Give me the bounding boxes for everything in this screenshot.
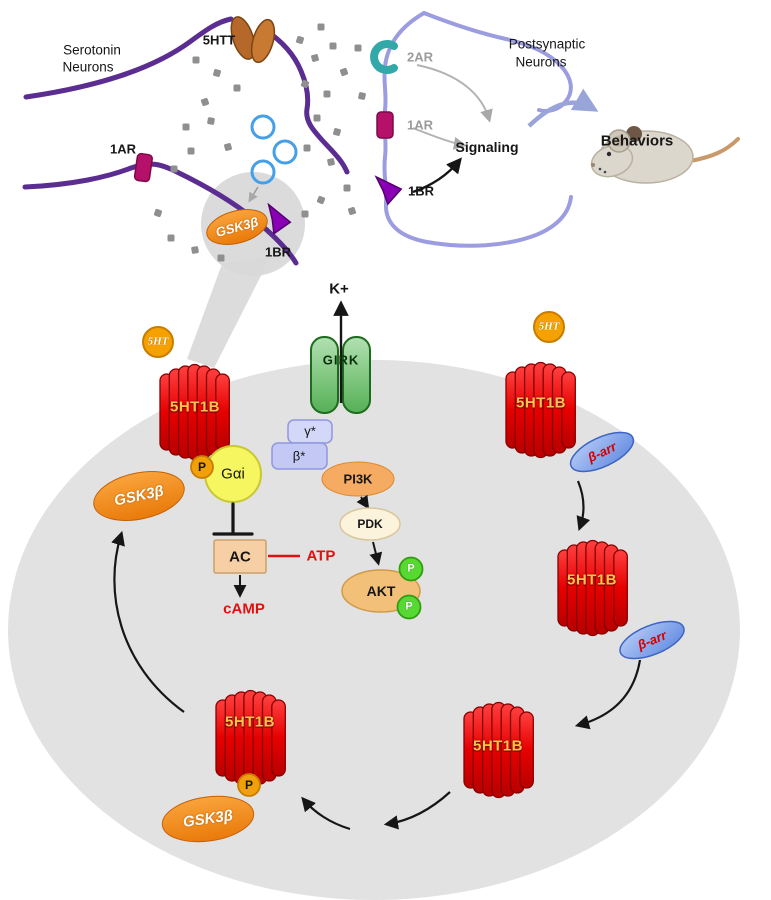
2ar-signaling-arrow (416, 64, 493, 123)
pi3k-label: PI3K (343, 471, 373, 487)
pdk-label: PDK (357, 517, 383, 531)
1ar-postsynaptic-receptor (376, 111, 394, 139)
potassium-label: K+ (329, 280, 349, 298)
presynaptic-title-line2: Neurons (62, 59, 114, 75)
serotonin-molecules (153, 23, 366, 262)
beta-subunit-label: β* (292, 448, 306, 464)
gsk3b-presynaptic-shape (206, 209, 268, 245)
beta-arrestin-label-top: β-arr (585, 438, 619, 466)
serotonin-ligands (142, 311, 565, 358)
signaling-label: Signaling (455, 139, 519, 155)
g-alpha-i-label: Gαi (221, 465, 245, 483)
gsk3b-left-label: GSK3β (112, 482, 166, 510)
pdk-akt-arrow (369, 541, 383, 566)
adenylyl-cyclase-box (213, 539, 267, 574)
akt-phospho-label-top: P (407, 562, 415, 575)
1ar-signaling-arrow (412, 127, 467, 150)
gi-inhibition-tbar (212, 502, 254, 536)
akt-phospho-label-bottom: P (405, 600, 413, 613)
5ht1b-label-internalized: 5HT1B (472, 737, 524, 755)
1br-presynaptic-label: 1BR (264, 244, 292, 260)
5ht1b-label-surface-right: 5HT1B (515, 394, 567, 412)
camp-label: cAMP (223, 600, 265, 618)
5htt-transporter-icon (230, 16, 276, 64)
5ht1b-label-surface-left: 5HT1B (169, 398, 221, 416)
5htt-label: 5HTT (202, 32, 236, 48)
pi3k-pdk-arrow (356, 494, 370, 510)
gsk3b-bottom-label: GSK3β (181, 807, 235, 831)
1br-postsynaptic-label: 1BR (407, 183, 435, 199)
1ar-presynaptic-label: 1AR (109, 141, 137, 157)
phospho-sites-orange (190, 455, 261, 797)
synaptic-vesicles (250, 114, 298, 185)
girk-channel (310, 336, 371, 414)
cell-body (8, 360, 740, 900)
g-beta-gamma-subunits (271, 419, 333, 470)
girk-label: GIRK (322, 352, 360, 368)
gsk3b-left-shape (93, 471, 185, 521)
signaling-arrows (412, 64, 599, 194)
gsk3b-bottom-shape (161, 795, 255, 843)
serotonin-ligand-label-left: 5HT (147, 335, 169, 348)
5ht1b-label-recycling: 5HT1B (224, 713, 276, 731)
pdk-shape (339, 507, 401, 541)
akt-label: AKT (366, 583, 396, 599)
2ar-postsynaptic-label: 2AR (406, 49, 434, 65)
mouse-tail (688, 137, 740, 163)
phospho-label-top: P (197, 460, 207, 474)
signaling-behaviors-arrow (527, 88, 599, 128)
serotonin-ligand-label-right: 5HT (538, 320, 560, 333)
phospho-label-bottom: P (244, 778, 254, 792)
receptor-cycle-arrows (111, 480, 642, 831)
akt-phospho-sites-green (396, 556, 424, 620)
beta-arrestin-label-bottom: β-arr (635, 627, 669, 653)
2ar-postsynaptic-receptor (370, 40, 398, 74)
beta-arrestin-shapes (569, 431, 685, 660)
gamma-subunit-label: γ* (304, 423, 316, 439)
atp-label: ATP (306, 547, 336, 565)
behaviors-label: Behaviors (600, 132, 674, 150)
presynaptic-title-line1: Serotonin (63, 42, 121, 58)
mouse-illustration (590, 126, 740, 184)
gsk3b-presynaptic-label: GSK3β (214, 214, 260, 240)
postsynaptic-title-line2: Neurons (515, 54, 567, 70)
adenylyl-cyclase-label: AC (229, 548, 251, 566)
mouse-eye (606, 151, 612, 157)
vesicle-arrow (248, 186, 259, 203)
1ar-postsynaptic-label: 1AR (406, 117, 434, 133)
5ht1b-label-internalizing: 5HT1B (566, 571, 618, 589)
postsynaptic-title-line1: Postsynaptic (508, 36, 586, 52)
1br-signaling-arrow (412, 157, 462, 194)
1ar-presynaptic-receptor (133, 152, 153, 183)
